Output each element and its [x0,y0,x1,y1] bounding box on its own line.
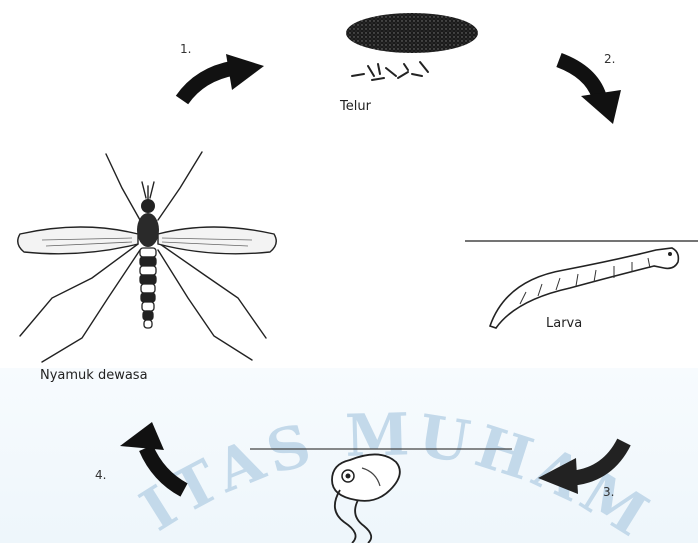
arrow-4-icon [112,420,192,500]
arrow-4-number: 4. [95,468,106,482]
pupa-figure [310,450,410,543]
egg-label: Telur [340,99,371,114]
larva-figure [486,240,681,332]
arrow-2-number: 2. [604,52,615,66]
egg-raft [345,12,480,54]
egg-cluster [348,58,438,88]
arrow-1-icon [176,52,266,107]
adult-mosquito [12,148,282,370]
arrow-3-number: 3. [603,485,614,499]
arrow-3-icon [536,436,631,494]
larva-label: Larva [546,316,582,331]
arrow-1-number: 1. [180,42,191,56]
adult-label: Nyamuk dewasa [40,368,148,383]
